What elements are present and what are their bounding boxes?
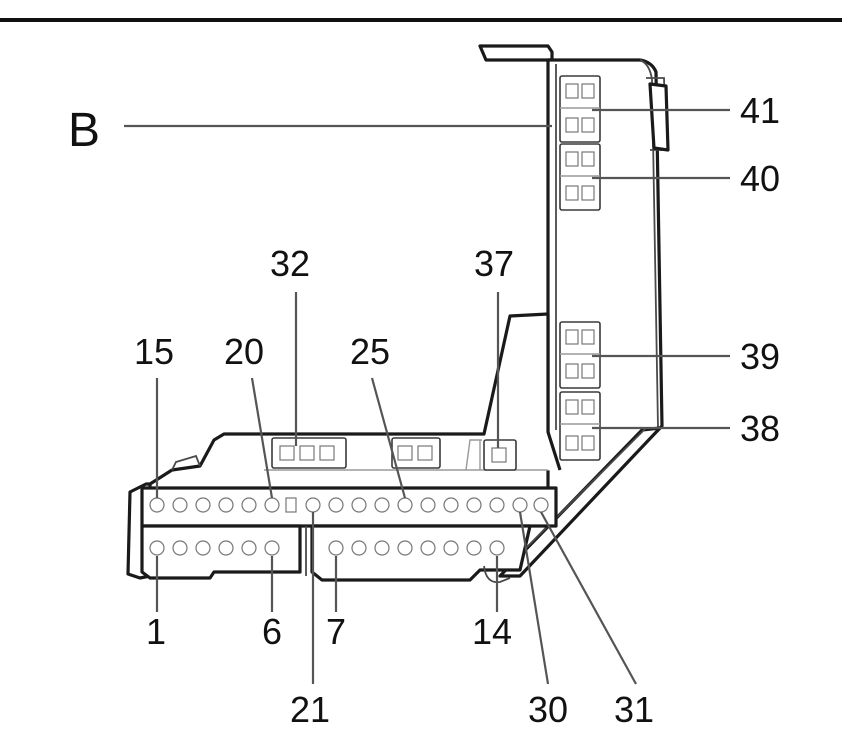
leader-25 bbox=[370, 377, 407, 499]
upper-terminal-row bbox=[149, 497, 549, 513]
callout-6: 6 bbox=[262, 611, 282, 652]
callout-20: 20 bbox=[224, 331, 264, 372]
lower-terminal-row bbox=[149, 540, 505, 556]
callout-41: 41 bbox=[740, 90, 780, 131]
callout-1: 1 bbox=[146, 611, 166, 652]
callout-B: B bbox=[68, 104, 100, 157]
header-2pin bbox=[391, 437, 441, 469]
callout-40: 40 bbox=[740, 158, 780, 199]
callout-7: 7 bbox=[326, 611, 346, 652]
horizontal-housing bbox=[126, 312, 562, 584]
callout-25: 25 bbox=[350, 331, 390, 372]
callout-37: 37 bbox=[474, 243, 514, 284]
leader-lines bbox=[124, 108, 730, 685]
callout-30: 30 bbox=[528, 689, 568, 730]
leader-31 bbox=[540, 511, 637, 685]
terminal-38 bbox=[559, 391, 601, 461]
callout-labels: B 41 40 32 37 15 20 25 39 38 1 6 7 14 21… bbox=[68, 90, 780, 730]
terminal-40 bbox=[559, 143, 601, 211]
callout-38: 38 bbox=[740, 408, 780, 449]
callout-15: 15 bbox=[134, 331, 174, 372]
callout-14: 14 bbox=[472, 611, 512, 652]
terminal-41 bbox=[559, 75, 601, 143]
callout-21: 21 bbox=[290, 689, 330, 730]
leader-20 bbox=[250, 377, 274, 499]
header-37 bbox=[483, 439, 517, 471]
callout-31: 31 bbox=[614, 689, 654, 730]
header-32 bbox=[271, 437, 347, 469]
terminal-39 bbox=[559, 321, 601, 389]
vertical-terminals bbox=[559, 75, 601, 461]
callout-39: 39 bbox=[740, 336, 780, 377]
leader-30 bbox=[518, 511, 550, 685]
callout-32: 32 bbox=[270, 243, 310, 284]
